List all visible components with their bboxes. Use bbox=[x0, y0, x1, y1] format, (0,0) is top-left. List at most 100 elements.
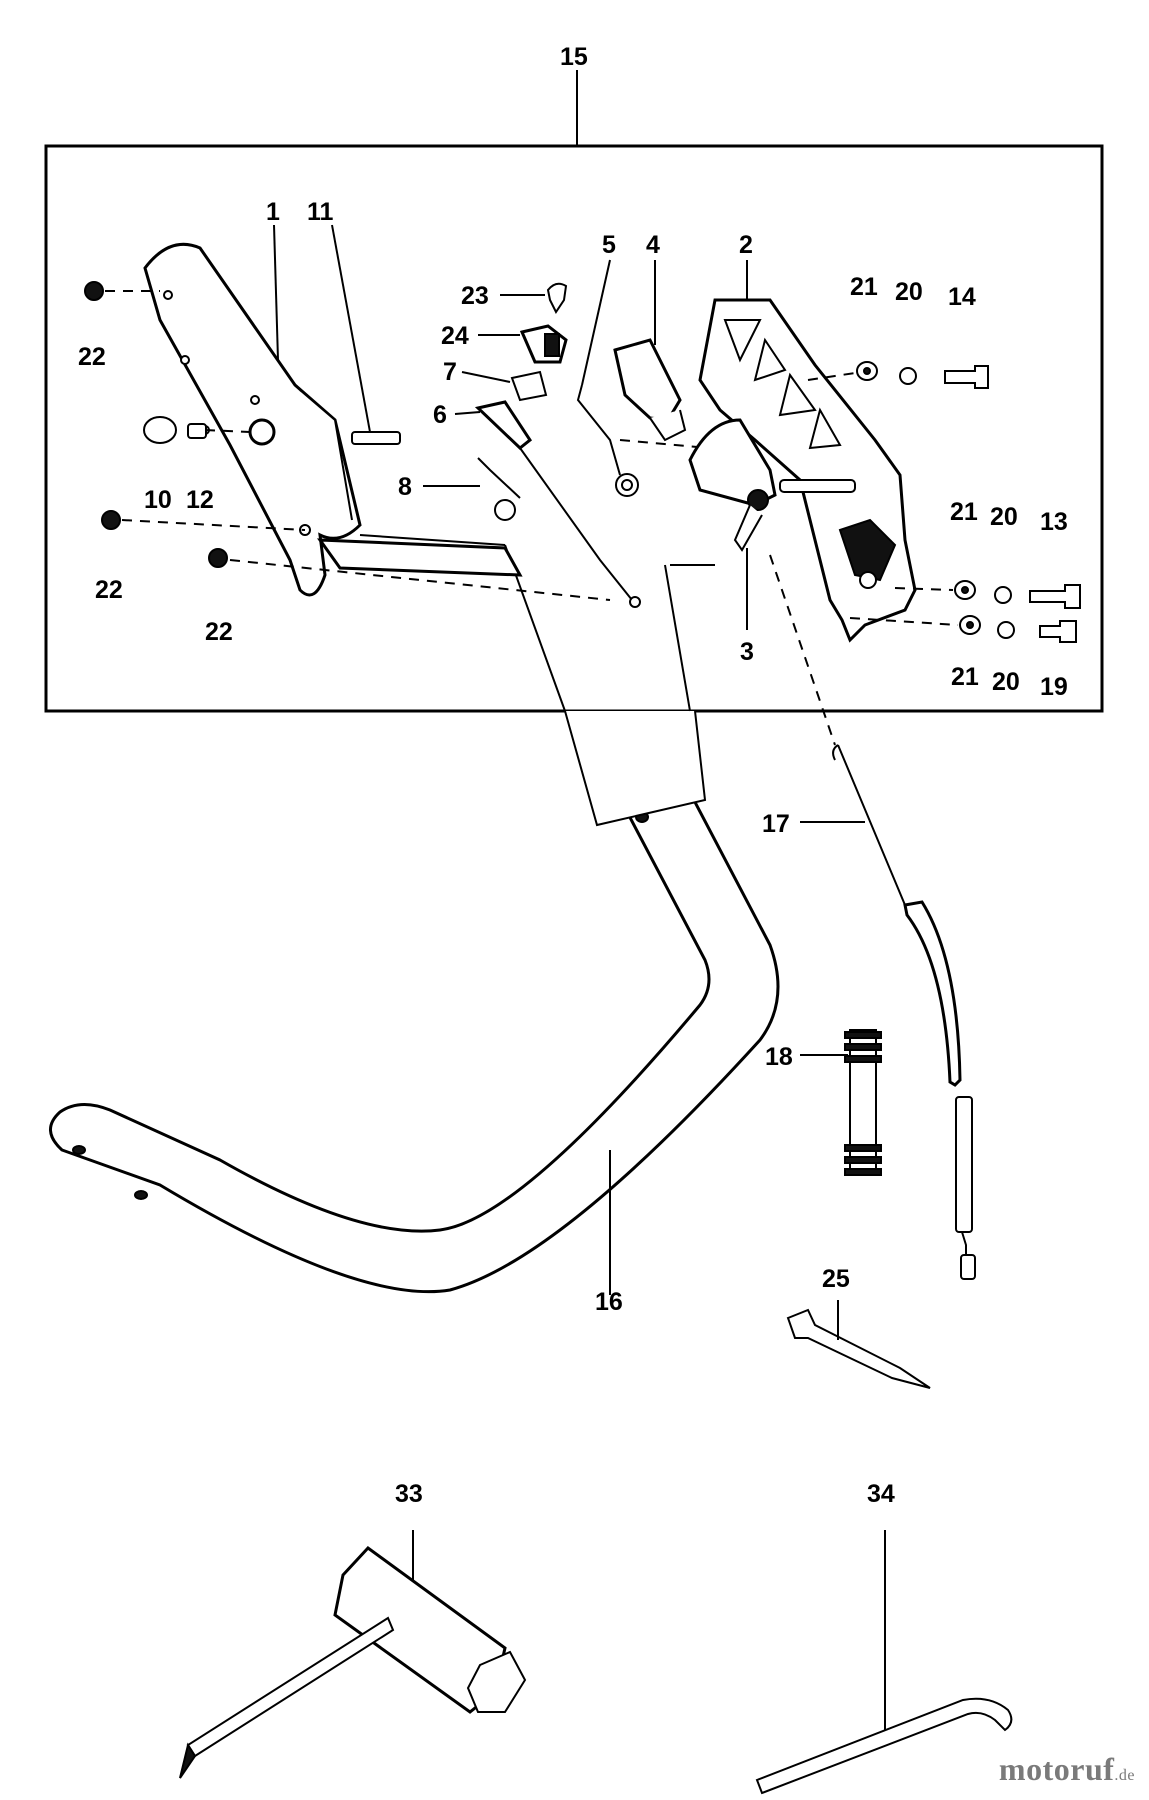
callout-11: 11 bbox=[307, 198, 334, 226]
callout-22-mid: 22 bbox=[95, 576, 123, 604]
trigger-shaft bbox=[779, 479, 856, 493]
cable-spring-top bbox=[844, 1031, 882, 1063]
throttle-spring bbox=[576, 384, 621, 476]
nut bbox=[208, 548, 228, 568]
callout-10: 10 bbox=[144, 486, 172, 514]
callout-4: 4 bbox=[646, 231, 660, 259]
callout-25: 25 bbox=[822, 1265, 850, 1293]
grip-hole bbox=[250, 395, 260, 405]
plug-wrench-ring bbox=[466, 1650, 527, 1713]
washer-hole bbox=[961, 586, 969, 594]
hex-key bbox=[755, 1697, 1013, 1795]
cable-sheath bbox=[903, 900, 962, 1087]
dash-line bbox=[204, 429, 251, 433]
projection-line bbox=[664, 564, 691, 712]
callout-1: 1 bbox=[266, 198, 280, 226]
switch-plate bbox=[510, 370, 548, 402]
watermark-suffix: .de bbox=[1114, 1767, 1135, 1784]
callout-8: 8 bbox=[398, 473, 412, 501]
handle-housing-ribs bbox=[723, 319, 842, 450]
spring-washer bbox=[997, 621, 1015, 639]
leader-5 bbox=[581, 259, 611, 386]
cable-nipple bbox=[960, 1254, 976, 1280]
wire-terminal bbox=[629, 596, 641, 608]
callout-12: 12 bbox=[186, 486, 214, 514]
leader-7 bbox=[461, 371, 511, 383]
callout-5: 5 bbox=[602, 231, 616, 259]
grip-tube-flange bbox=[299, 389, 353, 521]
callout-22-top: 22 bbox=[78, 343, 106, 371]
callout-34: 34 bbox=[867, 1480, 895, 1508]
nut bbox=[84, 281, 104, 301]
callout-13: 13 bbox=[1040, 508, 1068, 536]
washer-hole bbox=[966, 621, 974, 629]
callout-17: 17 bbox=[762, 810, 790, 838]
spring-washer bbox=[899, 367, 917, 385]
projection-line bbox=[359, 534, 506, 546]
callout-18: 18 bbox=[765, 1043, 793, 1071]
callout-20-top: 20 bbox=[895, 278, 923, 306]
leader-11 bbox=[331, 224, 371, 433]
throttle-lever-bottom bbox=[649, 409, 687, 442]
callout-23: 23 bbox=[461, 282, 489, 310]
bolt bbox=[1029, 584, 1081, 609]
callout-21-mid: 21 bbox=[950, 498, 978, 526]
handlebar-tube bbox=[49, 727, 780, 1294]
switch-knob-dark bbox=[544, 333, 560, 357]
washer-hole bbox=[863, 367, 871, 375]
spring-washer bbox=[994, 586, 1012, 604]
callout-2: 2 bbox=[739, 231, 753, 259]
pin bbox=[351, 431, 401, 445]
dash-line bbox=[849, 617, 959, 626]
plug-wrench-bar bbox=[186, 1616, 395, 1758]
callout-21-bot: 21 bbox=[951, 663, 979, 691]
stop-switch-contact bbox=[474, 400, 533, 450]
spring-coil bbox=[621, 479, 633, 491]
trigger-arm bbox=[733, 504, 763, 552]
dash-line bbox=[121, 519, 306, 531]
housing-boss bbox=[859, 571, 877, 589]
handlebar-hole bbox=[72, 1145, 86, 1155]
dash-line bbox=[894, 587, 954, 591]
spring-small bbox=[187, 423, 207, 439]
cable-spring-bottom bbox=[844, 1144, 882, 1176]
dash-line bbox=[769, 554, 836, 746]
rubber-cap bbox=[143, 416, 177, 444]
handlebar-bracket bbox=[564, 710, 707, 827]
cable-hook bbox=[832, 744, 839, 761]
watermark-logo: motoruf.de bbox=[999, 1751, 1135, 1788]
ring-terminal bbox=[477, 457, 521, 499]
handle-housing-grip bbox=[838, 518, 897, 582]
leader-1 bbox=[273, 224, 279, 361]
grip-collar bbox=[316, 538, 523, 577]
cable-end bbox=[961, 1231, 967, 1255]
callout-6: 6 bbox=[433, 401, 447, 429]
cable-sleeve bbox=[955, 1096, 973, 1233]
watermark-name: motoruf bbox=[998, 1751, 1115, 1787]
callout-20-mid: 20 bbox=[990, 503, 1018, 531]
callout-16: 16 bbox=[595, 1288, 623, 1316]
callout-33: 33 bbox=[395, 1480, 423, 1508]
grip-tube bbox=[143, 242, 362, 597]
grip-hole bbox=[163, 290, 173, 300]
plug-wrench-tip bbox=[179, 1742, 197, 1779]
dash-line bbox=[619, 439, 709, 449]
dash-line bbox=[807, 372, 856, 381]
grip-hole bbox=[180, 355, 190, 365]
callout-20-bot: 20 bbox=[992, 668, 1020, 696]
callout-21-top: 21 bbox=[850, 273, 878, 301]
callout-19: 19 bbox=[1040, 673, 1068, 701]
callout-15: 15 bbox=[560, 43, 588, 71]
stop-switch-wire bbox=[519, 447, 633, 601]
cable-adjust-tool bbox=[786, 1308, 931, 1389]
ring-terminal-eye bbox=[494, 499, 516, 521]
throttle-cable bbox=[837, 744, 916, 916]
callout-22-bot: 22 bbox=[205, 618, 233, 646]
handlebar-hole bbox=[134, 1190, 148, 1200]
nut bbox=[101, 510, 121, 530]
trigger-pivot bbox=[747, 489, 769, 511]
leader-6 bbox=[454, 411, 481, 415]
bolt bbox=[1039, 620, 1077, 643]
callout-3: 3 bbox=[740, 638, 754, 666]
